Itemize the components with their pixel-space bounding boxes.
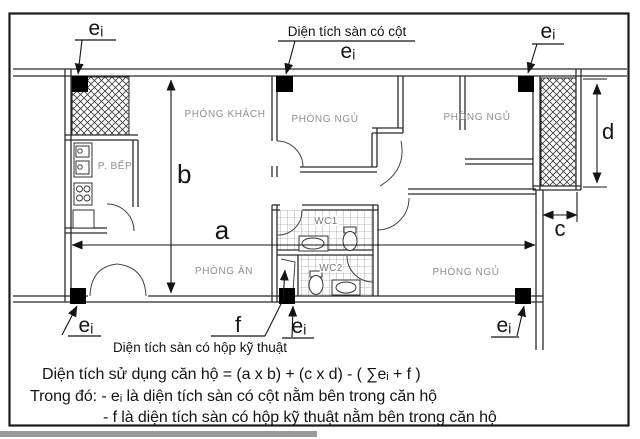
room-label-wc2: WC2 xyxy=(319,263,342,274)
technical-box-panel xyxy=(280,258,296,293)
column-e-label-bottom-left: eᵢ xyxy=(79,314,94,337)
legend: Diện tích sử dụng căn hộ = (a x b) + (c … xyxy=(30,366,497,426)
callout-tech-box-label: Diện tích sàn có hộp kỹ thuật xyxy=(113,340,287,355)
column-e-label-bottom-center: eᵢ xyxy=(292,315,307,338)
door-arc-bedroom1 xyxy=(276,140,304,168)
room-label-kitchen: P. BẾP xyxy=(98,159,133,172)
column-e-labels: eᵢ eᵢ eᵢ eᵢ eᵢ eᵢ xyxy=(79,17,556,338)
entry-door-arc-right xyxy=(116,263,147,297)
column-e-label-top-left: eᵢ xyxy=(89,17,104,40)
room-label-bedroom-top-right: PHÒNG NGỦ xyxy=(443,110,510,123)
dimension-label-a: a xyxy=(215,215,230,245)
note-f-line: - f là diện tích sàn có hộp kỹ thuật nằm… xyxy=(103,407,497,426)
dimension-label-b: b xyxy=(177,159,191,189)
dimension-label-d: d xyxy=(602,119,614,144)
formula-line: Diện tích sử dụng căn hộ = (a x b) + (c … xyxy=(42,366,421,383)
door-arc-wc2 xyxy=(346,255,374,283)
callout-columns-label: Diện tích sàn có cột xyxy=(288,24,407,39)
column-e-label-top-center: eᵢ xyxy=(341,40,356,63)
room-label-living: PHÒNG KHÁCH xyxy=(184,107,265,120)
door-arc-wc1 xyxy=(277,210,303,236)
column-e-label-top-right: eᵢ xyxy=(541,20,556,43)
bottom-gray-bar xyxy=(0,431,317,437)
callout-leaders xyxy=(61,39,564,339)
column-e-label-bottom-right: eᵢ xyxy=(497,314,512,337)
column-marker-bottom-center xyxy=(279,288,295,304)
column-marker-top-right xyxy=(518,76,534,92)
column-marker-top-left xyxy=(72,76,88,92)
room-label-bedroom-top-middle: PHÒNG NGỦ xyxy=(291,112,358,125)
dimension-labels: a b c d f xyxy=(177,119,614,337)
dimension-label-f: f xyxy=(235,312,242,337)
kitchen-fixtures xyxy=(72,142,95,229)
hatched-balcony-area xyxy=(540,77,577,187)
door-arc-kitchen xyxy=(106,203,135,232)
dimension-lines xyxy=(71,78,607,294)
dimension-label-c: c xyxy=(555,216,566,241)
room-labels: PHÒNG KHÁCH PHÒNG NGỦ PHÒNG NGỦ PHÒNG NG… xyxy=(98,107,510,278)
door-arc-bedroom-bottom-right xyxy=(376,197,410,231)
room-label-dining: PHÒNG ĂN xyxy=(195,264,253,277)
stove-icon xyxy=(73,182,93,206)
wc1-toilet-icon xyxy=(342,231,358,251)
column-marker-bottom-right xyxy=(515,288,531,304)
column-marker-bottom-left xyxy=(70,288,86,304)
wc2-toilet-icon xyxy=(308,275,324,295)
room-label-wc1: WC1 xyxy=(314,216,337,227)
note-e-line: Trong đó: - eᵢ là diện tích sàn có cột n… xyxy=(30,386,437,405)
kitchen-cabinet-icon xyxy=(72,209,95,229)
column-marker-top-center xyxy=(276,76,293,92)
door-arcs xyxy=(89,140,410,297)
room-label-bedroom-bottom-right: PHÒNG NGỦ xyxy=(432,265,499,278)
door-arc-hall xyxy=(379,140,403,187)
entry-door-arc-left xyxy=(89,263,118,297)
